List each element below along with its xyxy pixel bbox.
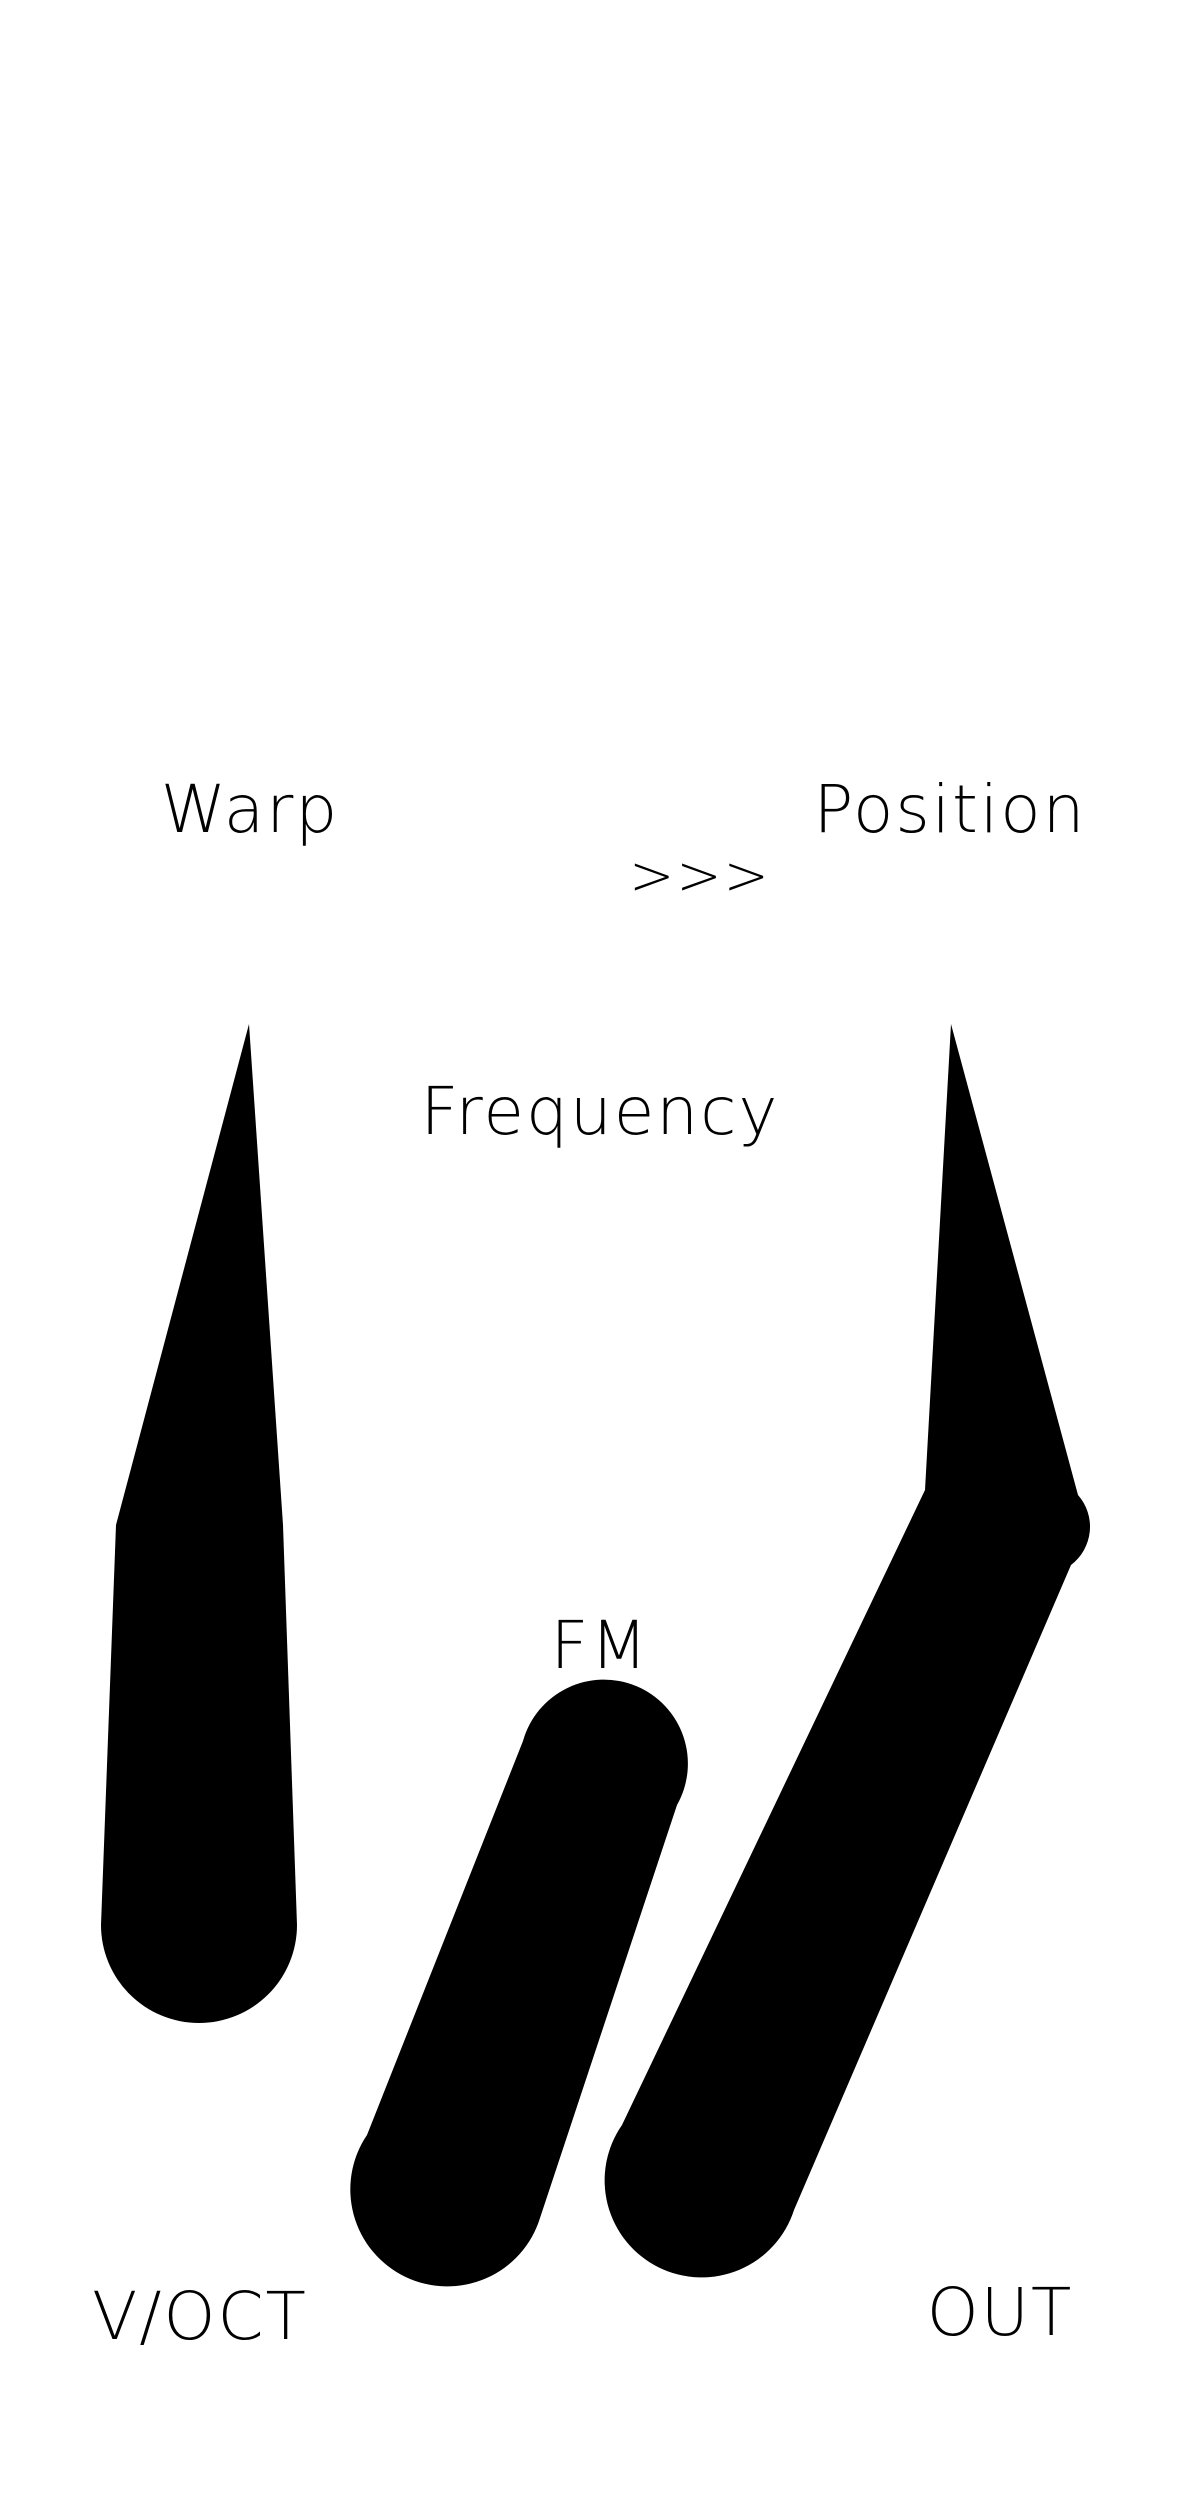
fm-label: FM [551,1607,650,1684]
fm-diagonal-shape [350,1679,688,2287]
warp-spike-shape [101,1024,297,2023]
position-spike-shape [604,1024,1091,2278]
frequency-label: Frequency [421,1073,780,1150]
position-label: Position [814,771,1087,848]
warp-control[interactable] [101,1024,297,2023]
position-control[interactable] [604,1024,1091,2278]
voct-label: V/OCT [92,2278,308,2355]
arrows-label: >>> [629,844,771,907]
warp-label: Warp [161,771,340,848]
fm-control[interactable] [350,1679,688,2287]
out-label: OUT [927,2274,1074,2351]
